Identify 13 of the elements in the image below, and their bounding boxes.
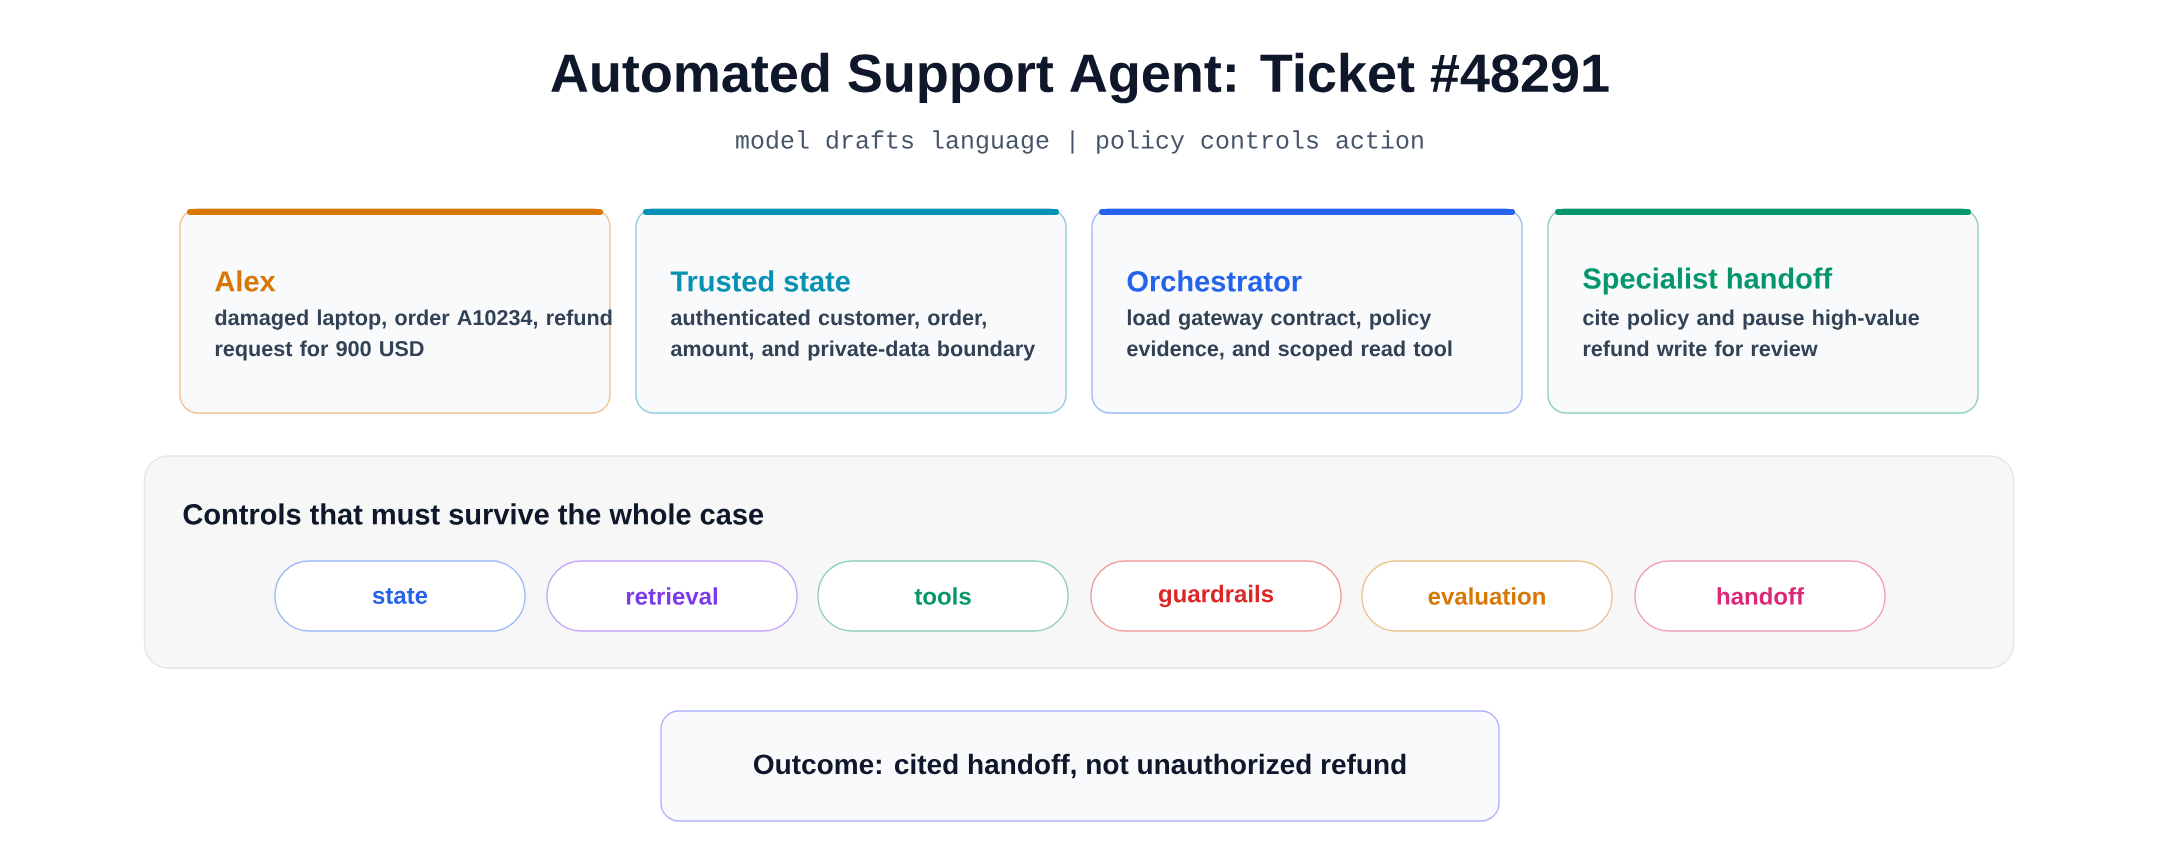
subtitle: model drafts language | policy controls action — [736, 130, 1423, 154]
outcome-box: Outcome: cited handoff, not unauthorized refund — [660, 710, 1500, 822]
control-pill: state — [274, 560, 526, 632]
info-card: Specialist handoff cite policy and pause high-value refund write for review — [1547, 208, 1979, 414]
info-card: Trusted state authenticated customer, order, amount, and private-data boundary — [635, 208, 1067, 414]
control-pill: retrieval — [546, 560, 798, 632]
info-card: Orchestrator load gateway contract, policy evidence, and scoped read tool — [1091, 208, 1523, 414]
control-pill: evaluation — [1361, 560, 1613, 632]
control-pill: guardrails — [1090, 560, 1342, 632]
info-card: Alex damaged laptop, order A10234, refund request for 900 USD — [179, 208, 612, 414]
title: Automated Support Agent: Ticket #48291 — [551, 52, 1609, 104]
control-pill: handoff — [1634, 560, 1886, 632]
control-pill: tools — [817, 560, 1069, 632]
